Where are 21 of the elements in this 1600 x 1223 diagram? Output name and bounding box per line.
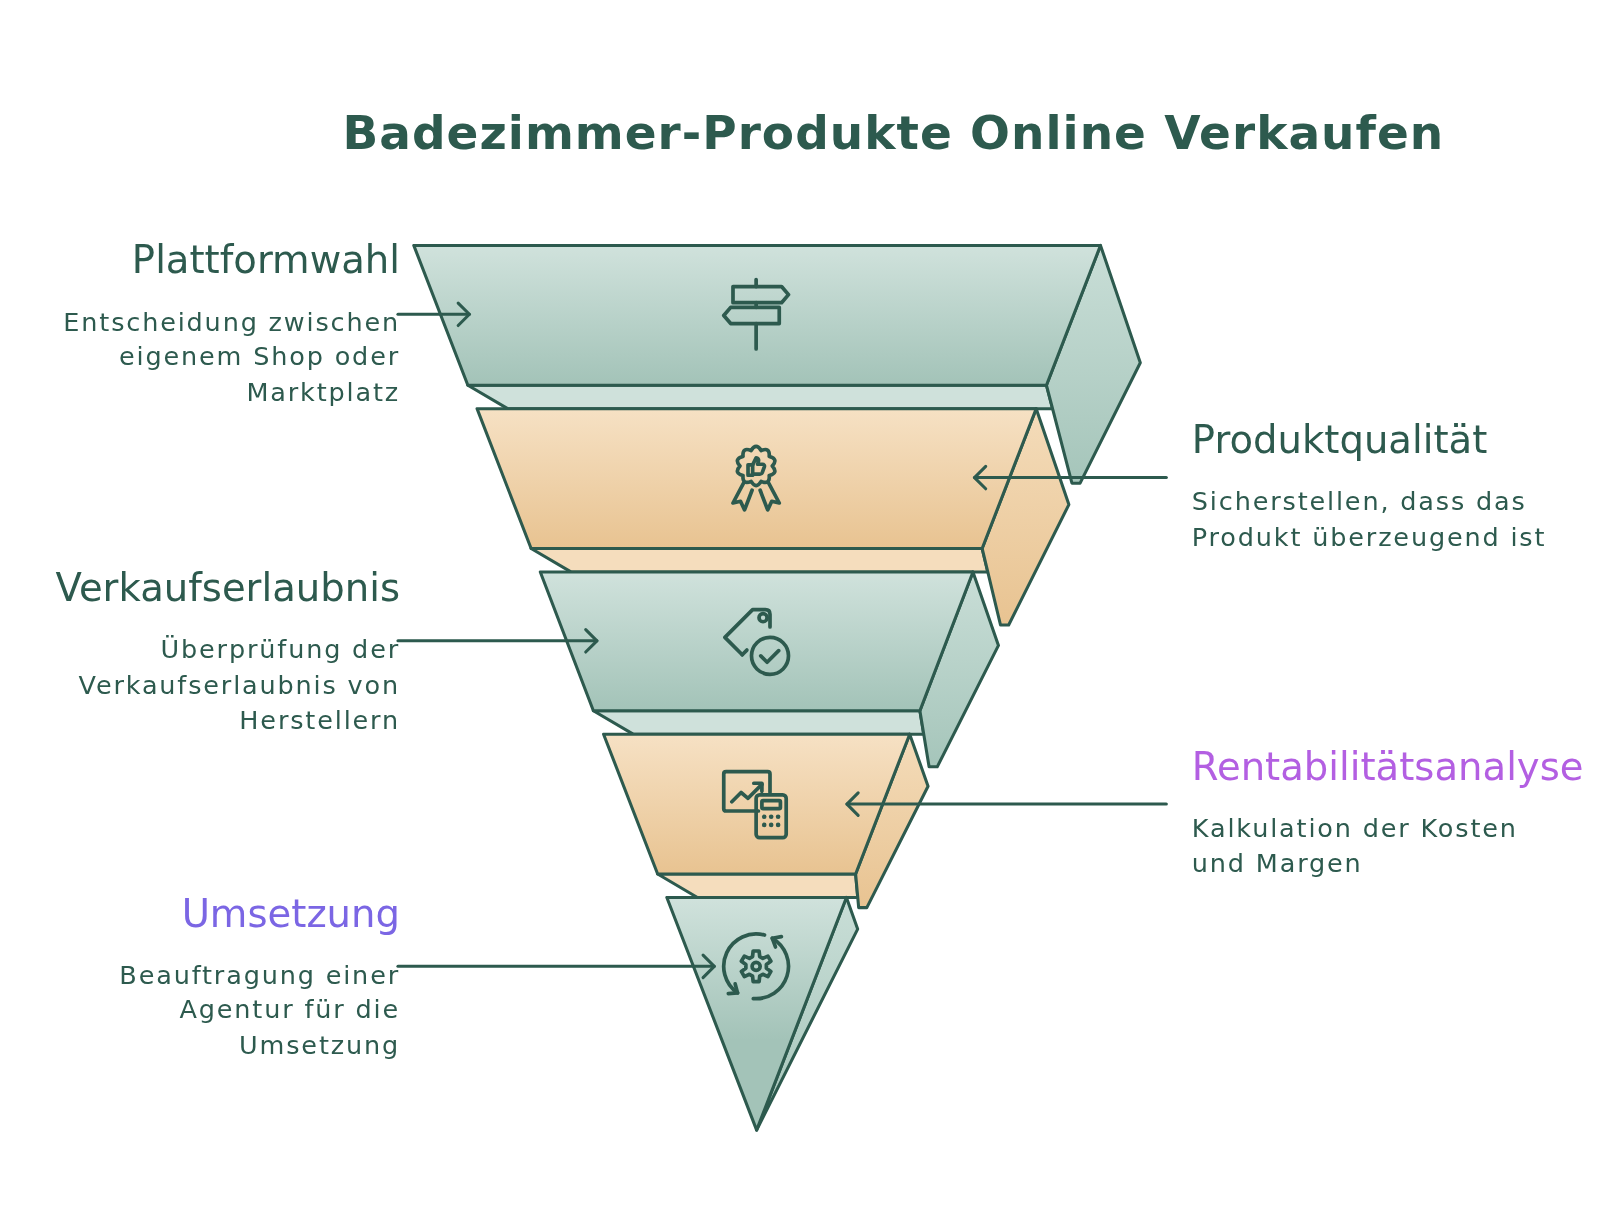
step-heading: Verkaufserlaubnis xyxy=(55,565,400,611)
step-description: Sicherstellen, dass das Produkt überzeugend ist xyxy=(1191,485,1548,554)
step-heading: Produktqualität xyxy=(1191,417,1488,463)
step-heading: Plattformwahl xyxy=(131,237,400,283)
step-description: Überprüfung der Verkaufserlaubnis von Herstellern xyxy=(77,634,400,738)
arrow xyxy=(972,464,1168,491)
arrow xyxy=(845,791,1168,817)
step-heading: Rentabilitätsanalyse xyxy=(1191,743,1584,789)
arrow xyxy=(396,628,599,654)
arrow xyxy=(396,953,716,980)
step-heading: Umsetzung xyxy=(181,890,400,936)
funnel-layer xyxy=(601,732,930,909)
step-description: Beauftragung einer Agentur für die Umsetzung xyxy=(118,958,400,1062)
step-description: Entscheidung zwischen eigenem Shop oder Marktplatz xyxy=(62,305,400,409)
funnel-layer xyxy=(664,895,859,1132)
arrow xyxy=(396,301,471,328)
funnel-layer xyxy=(475,406,1070,626)
funnel-layer xyxy=(411,243,1142,485)
funnel-layer xyxy=(538,569,1000,768)
step-description: Kalkulation der Kosten und Margen xyxy=(1191,812,1519,881)
title: Badezimmer-Produkte Online Verkaufen xyxy=(342,104,1445,162)
